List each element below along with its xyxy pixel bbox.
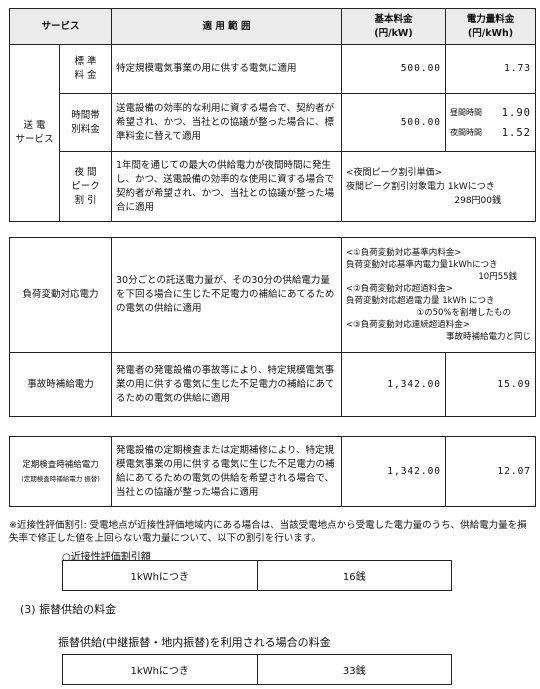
standard-energy: 1.73 [445, 44, 537, 94]
spacer-row [9, 416, 536, 437]
accident-scope: 発電者の発電設備の事故等により、特定規模電気事業の用に供する電気に生じた不足電力… [111, 352, 343, 417]
section-3-heading: (3) 振替供給の料金 [20, 603, 117, 616]
header-service: サービス [8, 8, 113, 45]
header-basic-fee: 基本料金(円/kW) [341, 8, 447, 45]
wheeling-value: 33銭 [256, 654, 452, 685]
inspection-row: 定期検査時補給電力(定期検査時補給電力 振替) 発電設備の定期検査または定期補修… [8, 436, 537, 507]
tou-basic: 500.00 [341, 93, 447, 152]
standard-label: 標 準料 金 [58, 44, 113, 94]
discount-value: 16銭 [256, 560, 452, 591]
tou-scope: 送電設備の効率的な利用に資する場合で、契約者が希望され、かつ、当社との協議が整っ… [111, 93, 343, 152]
standard-row: 送 電サービス 標 準料 金 特定規模電気事業の用に供する電気に適用 500.0… [9, 44, 537, 222]
inspection-basic: 1,342.00 [341, 436, 447, 507]
standard-basic: 500.00 [341, 44, 447, 94]
accident-basic: 1,342.00 [341, 352, 447, 417]
wheeling-unit: 1kWhにつき [62, 654, 258, 685]
inspection-scope: 発電設備の定期検査または定期補修により、特定規模電気事業の用に供する電気に生じた… [111, 436, 343, 507]
night-peak-row: 夜 間ピーク割 引 1年間を通じての最大の供給電力が夜間時間に発生し、かつ、送電… [10, 151, 537, 222]
header-row: サービス 適 用 範 囲 基本料金(円/kW) 電力量料金(円/kWh) [8, 8, 537, 45]
inspection-label: 定期検査時補給電力(定期検査時補給電力 振替) [8, 436, 113, 507]
inspection-energy: 12.07 [445, 436, 537, 507]
accident-row: 事故時補給電力 発電者の発電設備の事故等により、特定規模電気事業の用に供する電気… [8, 352, 537, 417]
night-peak-label: 夜 間ピーク割 引 [58, 151, 113, 222]
header-energy-fee: 電力量料金(円/kWh) [445, 8, 537, 45]
load-scope: 30分ごとの託送電力量が、その30分の供給電力量を下回る場合に生じた不足電力の補… [111, 237, 343, 353]
tariff-table: サービス 適 用 範 囲 基本料金(円/kW) 電力量料金(円/kWh) 送 電… [8, 8, 537, 507]
night-peak-scope: 1年間を通じての最大の供給電力が夜間時間に発生し、かつ、送電設備の効率的な使用に… [111, 151, 343, 222]
tou-row: 時間帯別料金 送電設備の効率的な利用に資する場合で、契約者が希望され、かつ、当社… [10, 93, 537, 152]
tou-label: 時間帯別料金 [58, 93, 113, 152]
spacer-row [9, 221, 536, 238]
accident-energy: 15.09 [445, 352, 537, 417]
accident-label: 事故時補給電力 [8, 352, 113, 417]
load-row: 負荷変動対応電力 30分ごとの託送電力量が、その30分の供給電力量を下回る場合に… [8, 237, 537, 353]
discount-table: 1kWhにつき 16銭 [62, 560, 452, 591]
proximity-footnote: ※近接性評価割引: 受電地点が近接性評価地域内にある場合は、当該受電地点から受電… [9, 520, 527, 544]
section-3-subheading: 振替供給(中継振替・地内振替)を利用される場合の料金 [58, 636, 331, 649]
transmission-service-label: 送 電サービス [9, 44, 60, 222]
standard-scope: 特定規模電気事業の用に供する電気に適用 [111, 44, 343, 94]
discount-unit: 1kWhにつき [62, 560, 258, 591]
load-label: 負荷変動対応電力 [8, 237, 113, 353]
header-scope: 適 用 範 囲 [111, 8, 343, 45]
discount-title: ○近接性評価割引額 [62, 552, 151, 563]
wheeling-table: 1kWhにつき 33銭 [62, 654, 452, 685]
